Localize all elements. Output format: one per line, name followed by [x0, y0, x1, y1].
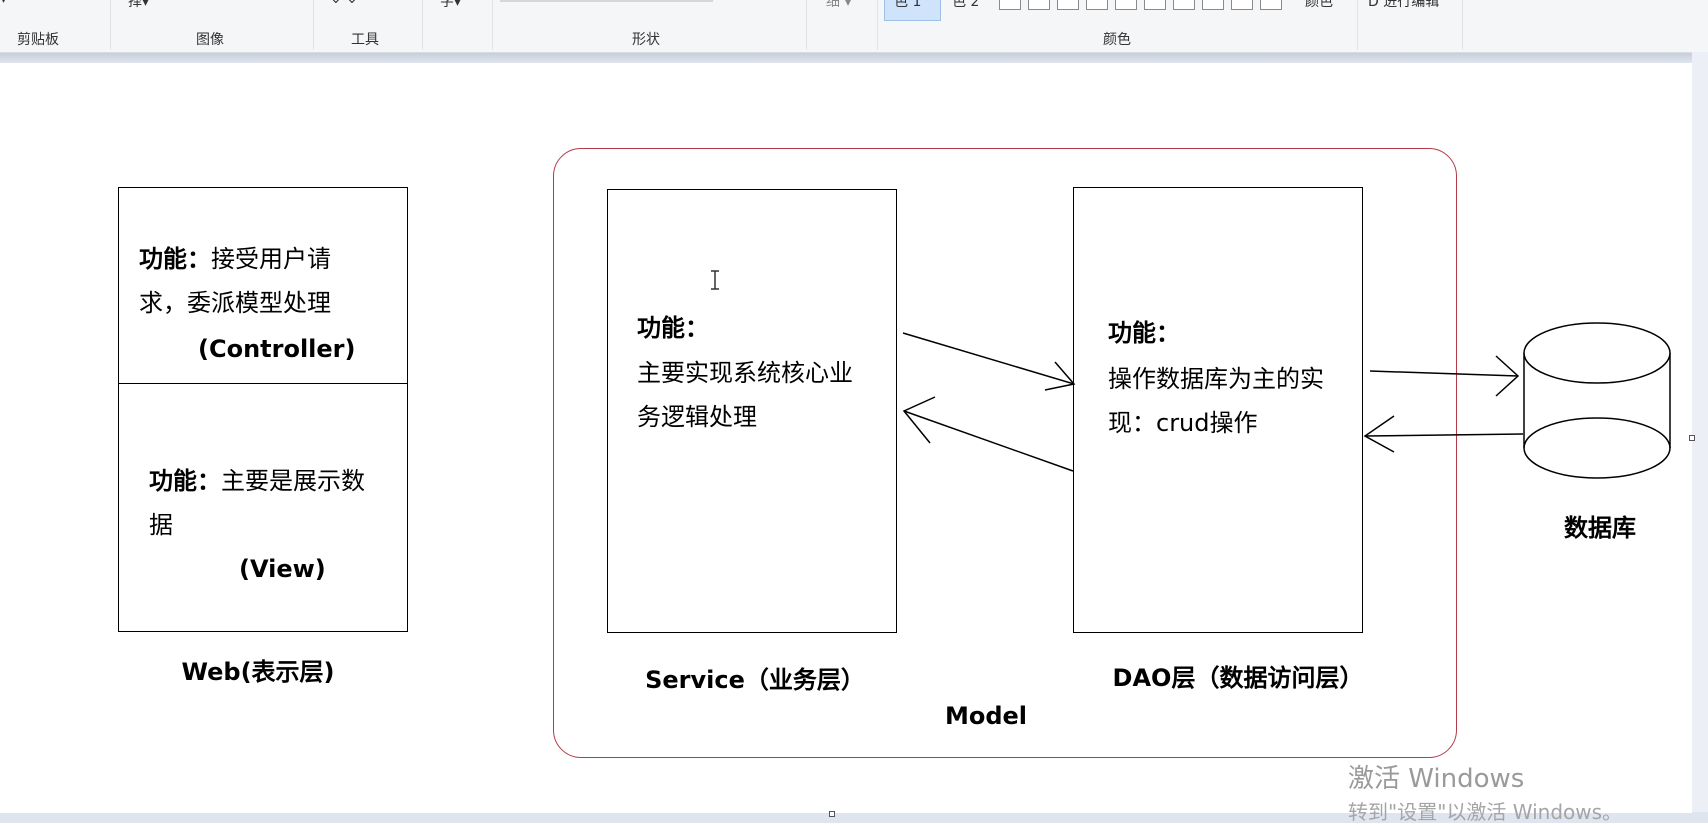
color-swatch[interactable]	[1231, 0, 1253, 10]
ribbon-divider	[1462, 0, 1463, 50]
ribbon-divider	[492, 0, 493, 50]
group-label-clipboard: 剪贴板	[17, 32, 59, 48]
color-swatch[interactable]	[1202, 0, 1224, 10]
shapes-gallery[interactable]	[500, 0, 713, 2]
view-heading: 功能：	[149, 467, 221, 495]
dao-box	[1073, 187, 1363, 633]
web-layer-caption: Web(表示层)	[181, 658, 335, 686]
ribbon-divider	[110, 0, 111, 50]
group-label-tools: 工具	[351, 32, 379, 48]
ribbon-divider	[806, 0, 807, 50]
color-swatch[interactable]	[1028, 0, 1050, 10]
color1-label: 色 1	[894, 0, 922, 10]
service-heading: 功能：	[637, 314, 709, 342]
dao-desc1: 操作数据库为主的实	[1108, 365, 1324, 393]
view-text-line1: 功能：主要是展示数	[149, 458, 365, 504]
dao-to-database-arrow	[1369, 370, 1519, 377]
dao-desc2: 现：crud操作	[1108, 409, 1258, 437]
edit-3d-button[interactable]: D 进行编辑	[1368, 0, 1440, 10]
controller-text-line1: 功能：接受用户请	[139, 236, 331, 282]
canvas-bottom-border	[0, 812, 1708, 823]
database-to-dao-arrow	[1364, 433, 1524, 437]
controller-box	[118, 187, 408, 384]
controller-tag: (Controller)	[198, 335, 356, 363]
arrowhead-icon	[1044, 361, 1076, 391]
group-label-colors: 颜色	[1103, 32, 1131, 48]
view-desc1: 主要是展示数	[221, 467, 365, 495]
group-label-shapes: 形状	[632, 32, 660, 48]
tools-arrows-icon[interactable]: ⌄ ⌄	[330, 0, 358, 7]
ribbon-divider	[1357, 0, 1358, 50]
service-caption: Service（业务层）	[645, 666, 865, 694]
model-caption: Model	[944, 702, 1028, 730]
view-box	[118, 383, 408, 632]
ribbon-divider	[313, 0, 314, 50]
dao-heading: 功能：	[1108, 319, 1180, 347]
service-to-dao-arrow	[902, 332, 1075, 385]
dao-caption: DAO层（数据访问层）	[1112, 664, 1364, 692]
color-swatch[interactable]	[1173, 0, 1195, 10]
database-caption: 数据库	[1564, 514, 1636, 542]
service-box	[607, 189, 897, 633]
color-swatch[interactable]	[1057, 0, 1079, 10]
canvas-border	[0, 53, 1708, 63]
service-desc1: 主要实现系统核心业	[637, 359, 853, 387]
edit-colors-button[interactable]: 颜色	[1305, 0, 1333, 10]
color-swatch[interactable]	[1144, 0, 1166, 10]
controller-desc1: 接受用户请	[211, 245, 331, 273]
resize-handle[interactable]	[829, 811, 835, 817]
select-button[interactable]: 择▾	[128, 0, 150, 10]
controller-desc2: 求，委派模型处理	[139, 289, 331, 317]
color-swatch[interactable]	[999, 0, 1021, 10]
color1-button[interactable]	[884, 0, 941, 21]
thickness-button[interactable]: 细 ▾	[826, 0, 852, 10]
arrowhead-icon	[1363, 415, 1395, 453]
view-desc2: 据	[149, 511, 173, 539]
dao-to-service-arrow	[903, 410, 1074, 472]
view-tag: (View)	[239, 555, 326, 583]
color-swatch[interactable]	[1115, 0, 1137, 10]
ribbon-toolbar: ▾ 择▾ ⌄ ⌄ 字▾ 细 ▾ 色 1 色 2 颜色 D 进行编辑 剪贴板 图像…	[0, 0, 1708, 53]
clipboard-dropdown-icon[interactable]: ▾	[0, 0, 7, 7]
controller-heading: 功能：	[139, 245, 211, 273]
vertical-scrollbar[interactable]	[1692, 52, 1708, 823]
arrowhead-icon	[902, 396, 936, 444]
database-icon	[1523, 322, 1671, 479]
activation-watermark-subtitle: 转到"设置"以激活 Windows。	[1348, 800, 1623, 824]
service-desc2: 务逻辑处理	[637, 403, 757, 431]
color-swatch[interactable]	[1260, 0, 1282, 10]
text-cursor-icon	[711, 270, 719, 290]
activation-watermark-title: 激活 Windows	[1348, 764, 1525, 794]
arrowhead-icon	[1495, 355, 1520, 397]
color2-button[interactable]: 色 2	[952, 0, 980, 10]
text-button[interactable]: 字▾	[440, 0, 462, 10]
color-swatch[interactable]	[1086, 0, 1108, 10]
model-frame	[553, 148, 1457, 758]
group-label-image: 图像	[196, 32, 224, 48]
ribbon-divider	[877, 0, 878, 50]
ribbon-divider	[422, 0, 423, 50]
resize-handle[interactable]	[1689, 435, 1695, 441]
